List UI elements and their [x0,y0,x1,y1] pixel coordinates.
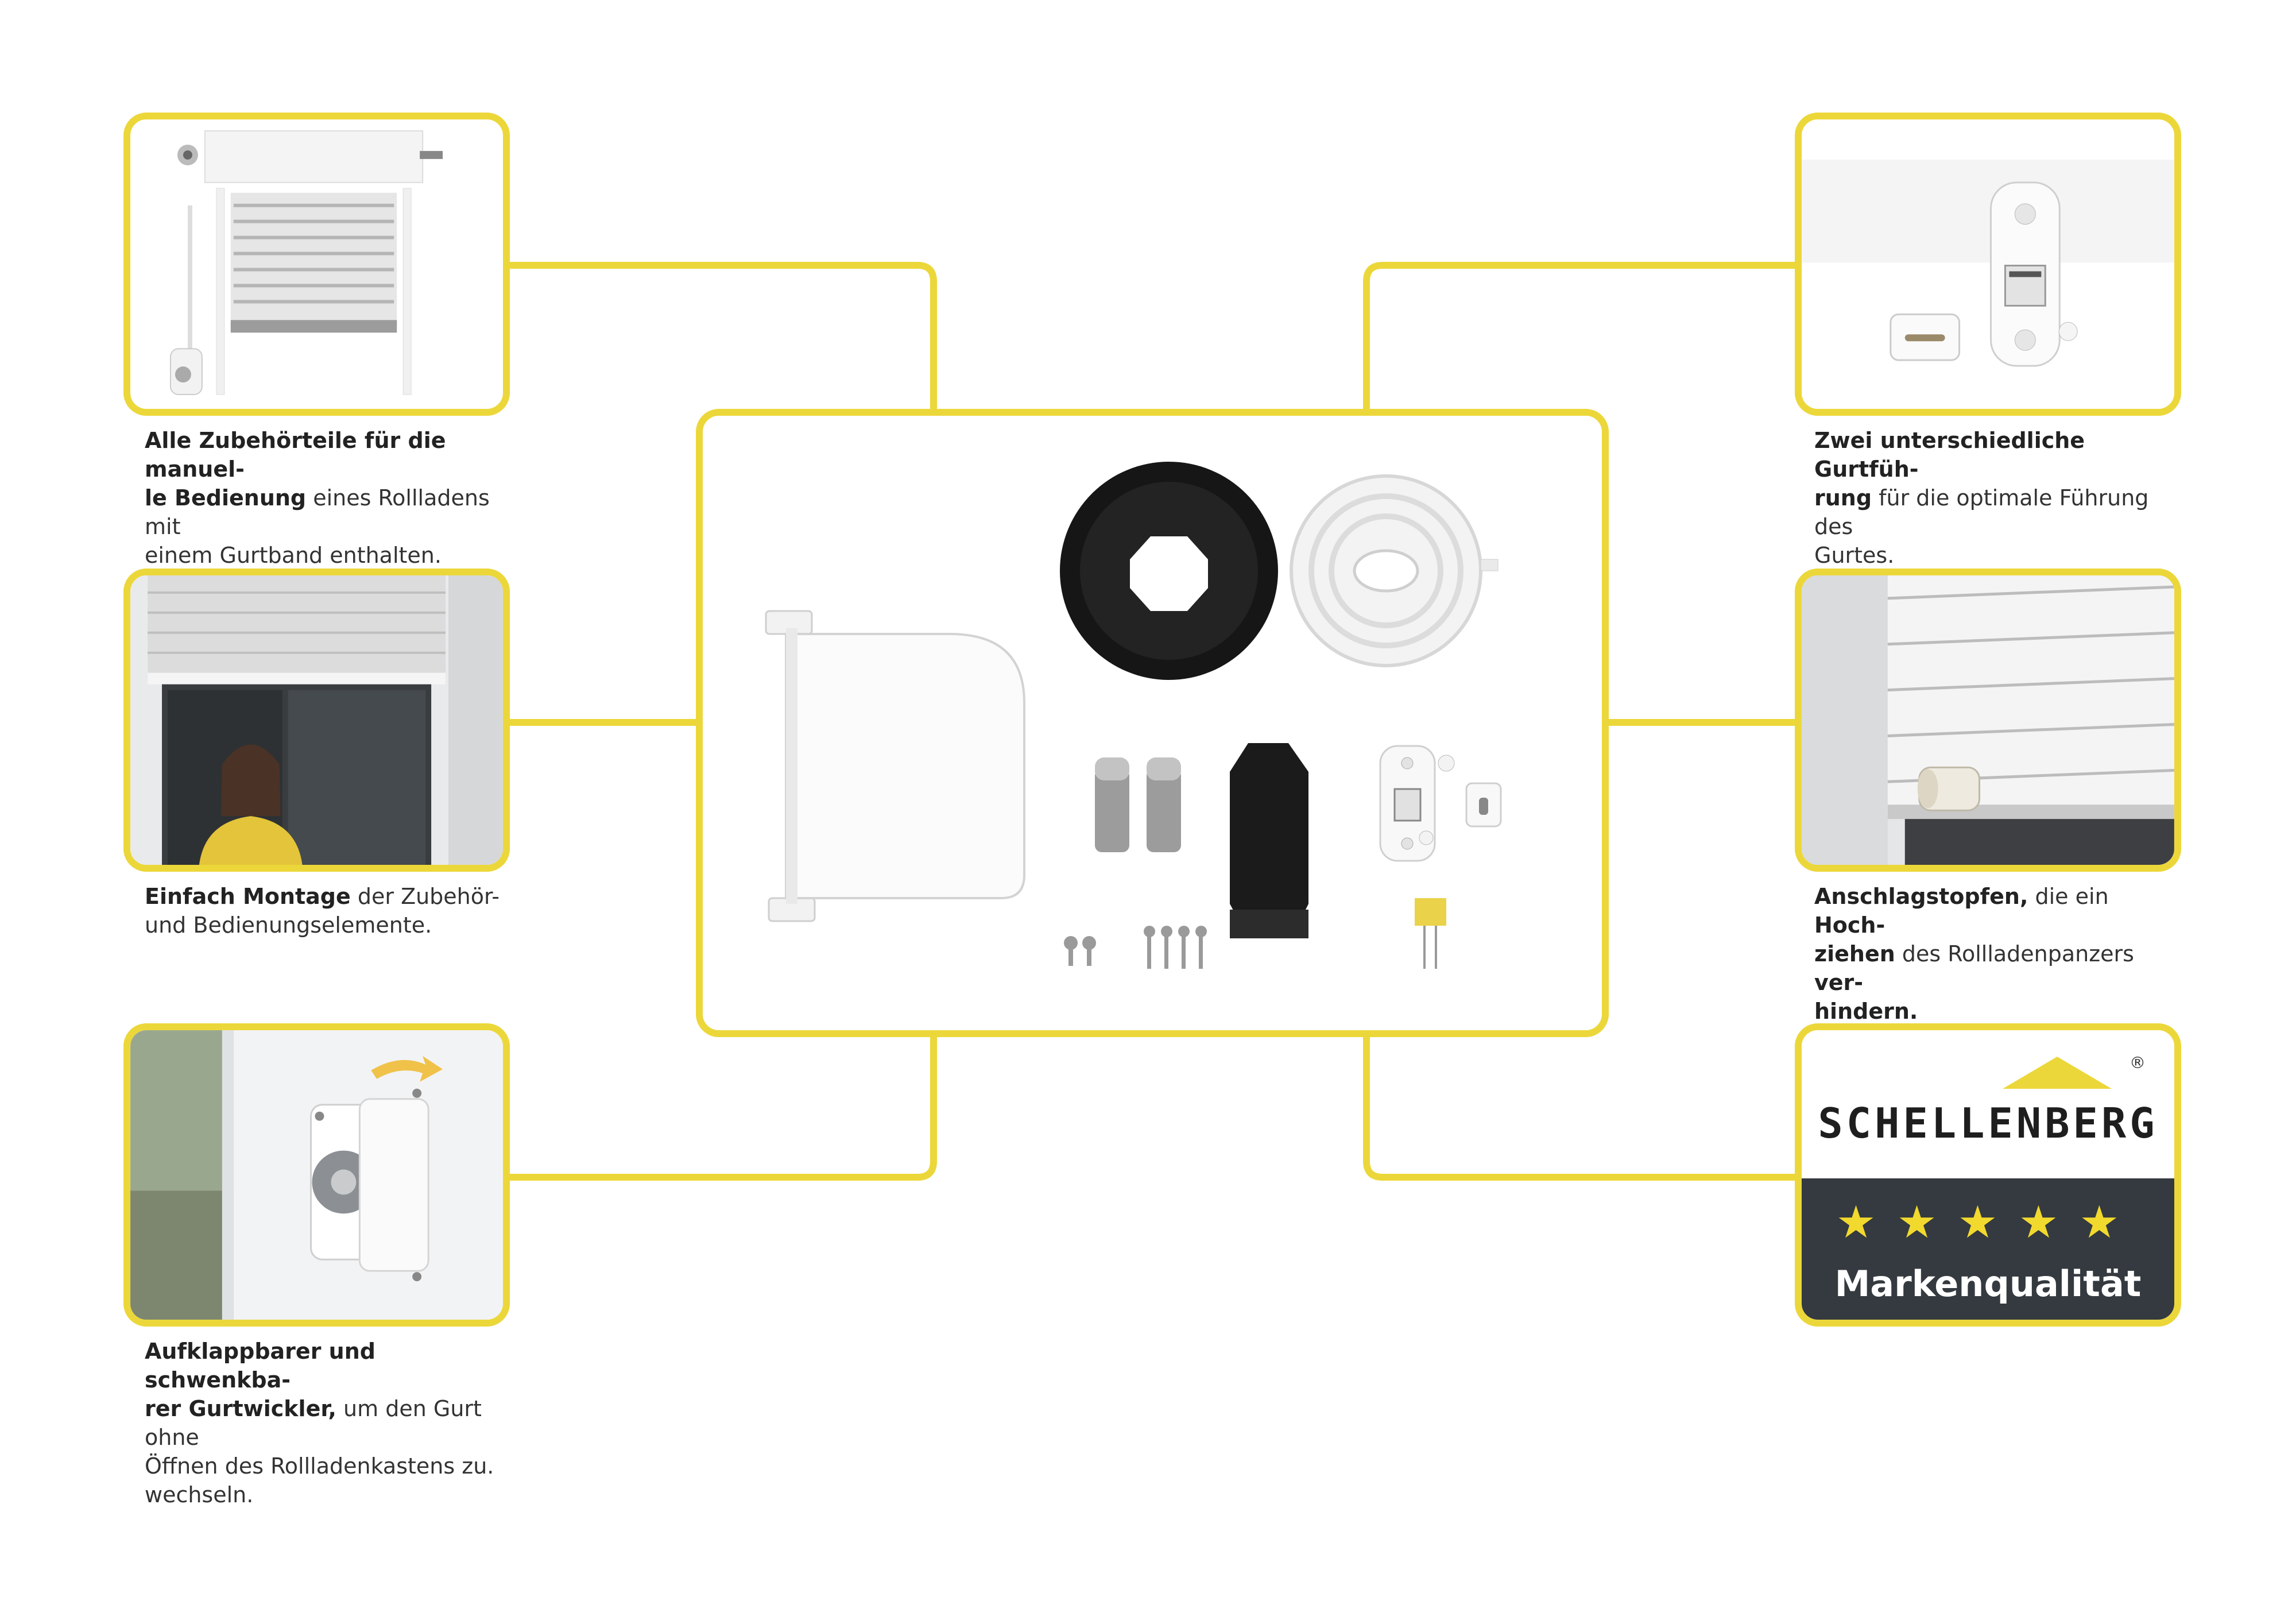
box-shutter-set [123,113,510,416]
window-woman-photo [130,575,503,865]
caption-top-left-text: eines Rollladens mit einem Gurtband enth… [145,485,490,568]
accessory-kit-icon [765,462,1502,969]
caption-mid-right-bold3: ver- hindern. [1814,970,1918,1024]
box-mounting-photo [123,569,510,872]
caption-top-right-text: für die optimale Führung des Gurtes. [1814,485,2149,568]
belt-guide-icon [1802,119,2174,409]
caption-mid-left: Einfach Montage der Zubehör- und Bedienu… [145,882,512,939]
caption-mid-right-bold2: Hoch- ziehen [1814,912,1895,966]
caption-top-right-bold: Zwei unterschiedliche Gurtfüh- rung [1814,428,2085,511]
registered-mark: ® [2129,1053,2146,1072]
caption-mid-right-bold1: Anschlagstopfen, [1814,884,2028,909]
caption-mid-right-text1: die ein [2028,884,2109,909]
box-accessory-kit [696,409,1609,1037]
roller-shutter-set-icon [170,130,443,396]
caption-bottom-left: Aufklappbarer und schwenkba- rer Gurtwic… [145,1337,512,1509]
brand-name: SCHELLENBERG [1818,1099,2158,1147]
brand-logo-area: ® SCHELLENBERG [1802,1030,2174,1178]
brand-dark-panel [1802,1178,2174,1320]
brand-claim: Markenqualität [1834,1263,2142,1305]
caption-bottom-left-bold: Aufklappbarer und schwenkba- rer Gurtwic… [145,1339,375,1421]
caption-mid-left-text: der Zubehör- und Bedienungselemente. [145,884,500,938]
caption-top-left-bold: Alle Zubehörteile für die manuel- le Bed… [145,428,446,511]
caption-top-left: Alle Zubehörteile für die manuel- le Bed… [145,426,512,570]
caption-mid-right: Anschlagstopfen, die ein Hoch- ziehen de… [1814,882,2182,1026]
roof-logo-icon [2003,1057,2112,1089]
caption-bottom-left-text: um den Gurt ohne Öffnen des Rollladenkas… [145,1396,494,1507]
caption-mid-left-bold: Einfach Montage [145,884,351,909]
belt-winder-photo [130,1030,503,1320]
box-belt-winder [123,1023,510,1327]
rating-stars-icon: ★★★★★ [1836,1197,2140,1248]
box-belt-guides [1795,113,2181,416]
brand-badge: ® SCHELLENBERG ★★★★★ Markenqualität [1795,1023,2181,1327]
caption-mid-right-text2: des Rollladenpanzers [1895,941,2134,966]
caption-top-right: Zwei unterschiedliche Gurtfüh- rung für … [1814,426,2182,570]
box-stopper [1795,569,2181,872]
shutter-stopper-photo [1802,575,2174,865]
